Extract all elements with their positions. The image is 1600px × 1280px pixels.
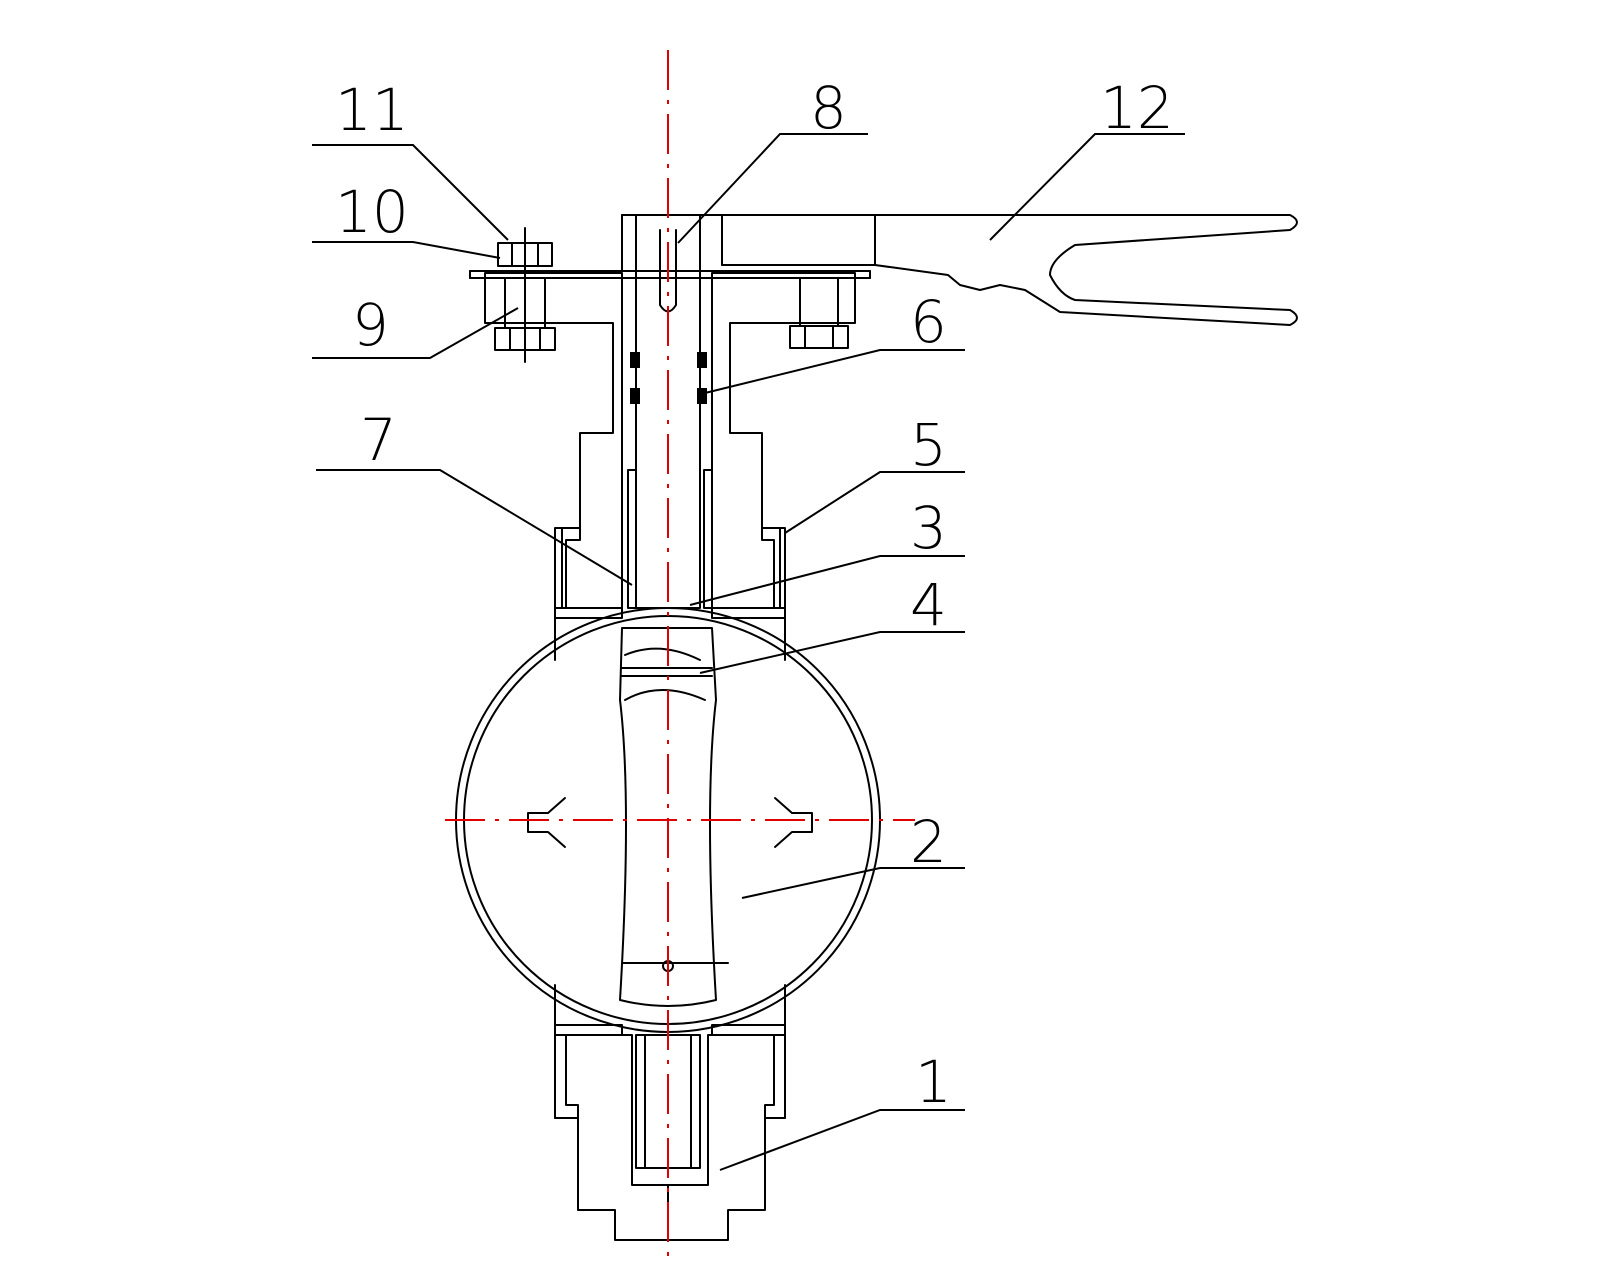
callout-label-4: 4 (910, 571, 947, 639)
callout-label-5: 5 (910, 411, 947, 479)
callout-label-10: 10 (335, 178, 409, 246)
center-lines (445, 50, 915, 1265)
callout-labels: 11 10 9 8 12 6 7 5 3 4 2 1 (335, 74, 1174, 1116)
callout-label-6: 6 (910, 288, 947, 356)
disc (527, 627, 813, 1007)
handle (621, 214, 1298, 326)
callout-leaders (312, 133, 1185, 1171)
callout-label-2: 2 (910, 808, 947, 876)
callout-label-11: 11 (335, 76, 409, 144)
callout-label-7: 7 (360, 406, 397, 474)
callout-label-9: 9 (352, 291, 389, 359)
callout-label-3: 3 (910, 494, 947, 562)
top-plate-and-bolts (469, 227, 871, 363)
callout-label-12: 12 (1100, 74, 1174, 142)
callout-label-8: 8 (810, 74, 847, 142)
o-ring-seals (630, 352, 707, 404)
callout-label-1: 1 (915, 1048, 952, 1116)
